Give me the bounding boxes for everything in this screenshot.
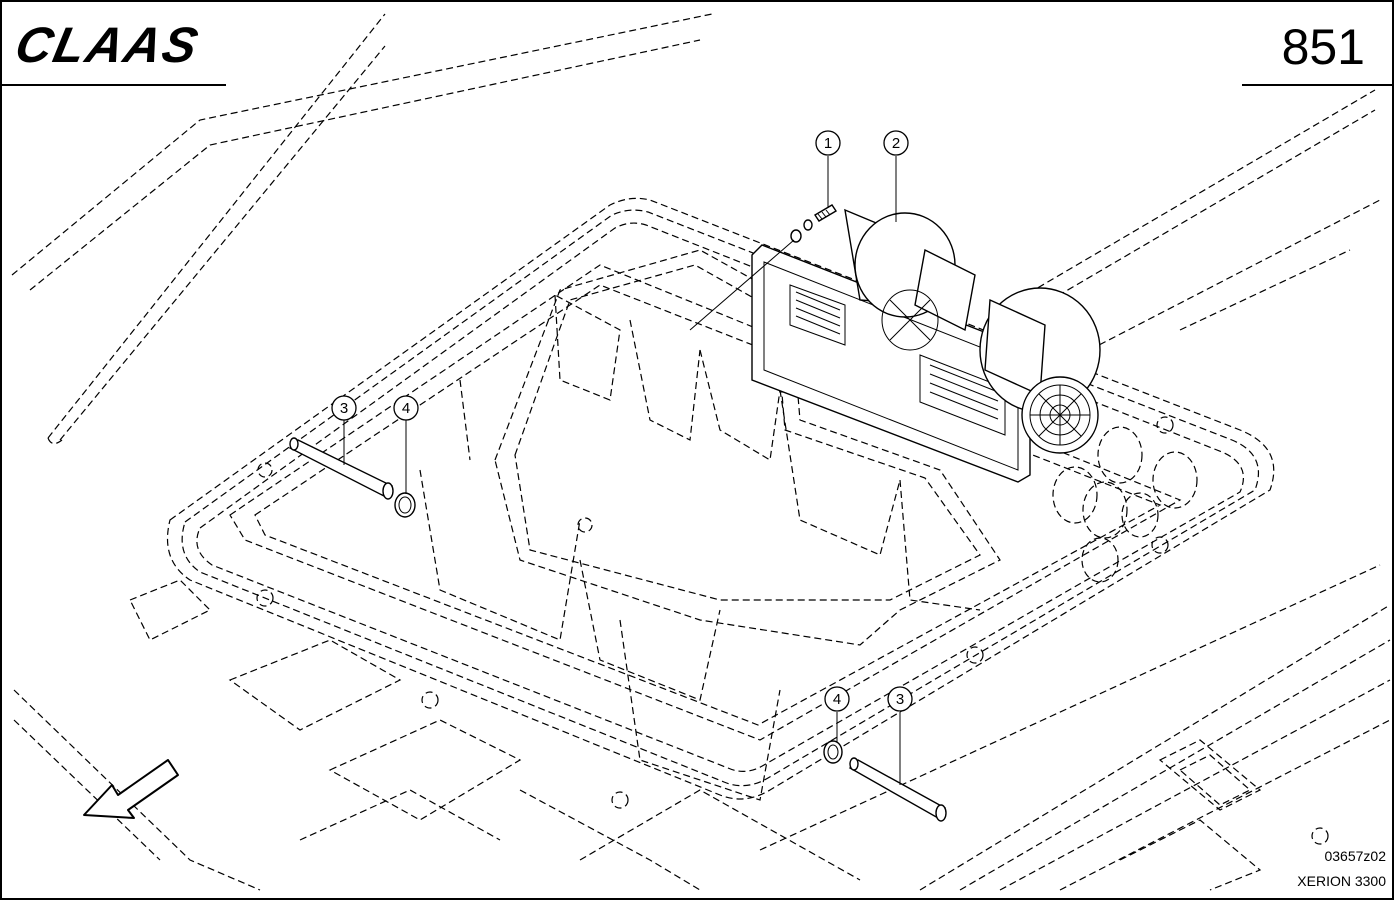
page-number: 851 xyxy=(1282,19,1365,75)
callout-4-right: 4 xyxy=(824,686,850,712)
brand-logo: CLAAS xyxy=(11,17,205,73)
background-structure xyxy=(11,13,1391,891)
clamp-right xyxy=(823,740,843,764)
leader-lines xyxy=(343,156,901,785)
hose-right xyxy=(848,757,947,822)
clamp-left xyxy=(394,492,416,518)
direction-arrow-icon xyxy=(83,759,179,819)
callout-2: 2 xyxy=(883,130,909,156)
callout-3-right-label: 3 xyxy=(896,691,904,708)
callout-4-left: 4 xyxy=(393,395,419,421)
blower-unit xyxy=(751,204,1101,483)
callout-3-left-label: 3 xyxy=(340,400,348,417)
drawing-code: 03657z02 xyxy=(1324,848,1386,864)
hose-left xyxy=(288,437,394,500)
callout-4-right-label: 4 xyxy=(833,691,841,708)
callout-3-left: 3 xyxy=(331,395,357,421)
callout-2-label: 2 xyxy=(892,135,900,152)
callout-4-left-label: 4 xyxy=(402,400,410,417)
callout-1-label: 1 xyxy=(824,135,832,152)
model-name: XERION 3300 xyxy=(1297,873,1386,889)
callout-1: 1 xyxy=(815,130,841,156)
callout-3-right: 3 xyxy=(887,686,913,712)
